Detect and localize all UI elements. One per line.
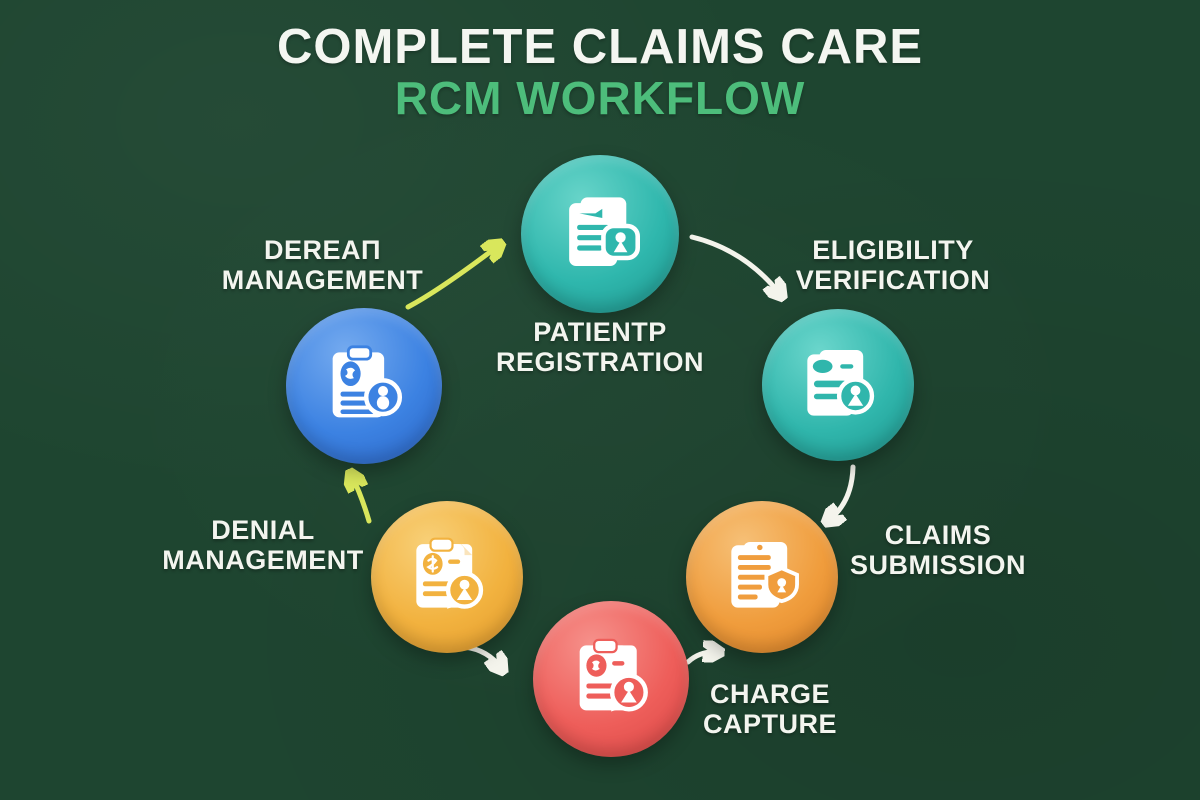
clipboard-person-badge-icon <box>332 345 403 418</box>
label-denial-management: DENIAL MANAGEMENT <box>162 515 364 576</box>
title-line-1: COMPLETE CLAIMS CARE <box>276 20 924 74</box>
node-denial-management-top <box>286 308 442 464</box>
clipboard-dollar-person-icon <box>416 537 484 609</box>
arrow-blue-to-top-icon <box>405 246 498 310</box>
arrow-top-to-right-icon <box>689 234 780 294</box>
arrow-red-to-orange-icon <box>685 652 717 665</box>
arrow-right-to-orange-icon <box>829 464 856 520</box>
node-eligibility-verification <box>762 309 914 461</box>
arrow-yellow-to-red-icon <box>462 644 501 668</box>
label-eligibility-verification: ELIGIBILITY VERIFICATION <box>795 235 991 296</box>
label-denial-management-top: DEREAΠ MANAGEMENT <box>221 235 424 296</box>
label-patient-registration: PATIENTP REGISTRATION <box>496 317 704 378</box>
document-person-lock-icon <box>569 197 640 266</box>
node-denial-management <box>371 501 523 653</box>
node-claims-submission <box>686 501 838 653</box>
node-patient-registration <box>521 155 679 313</box>
label-charge-capture: CHARGE CAPTURE <box>702 679 837 740</box>
infographic-title: COMPLETE CLAIMS CARE RCM WORKFLOW <box>0 20 1200 125</box>
document-person-badge-icon <box>807 349 875 416</box>
title-line-2: RCM WORKFLOW <box>394 72 806 125</box>
node-charge-capture <box>533 601 689 757</box>
arrow-yellow-to-blue-icon <box>352 476 372 524</box>
label-claims-submission: CLAIMS SUBMISSION <box>849 520 1027 581</box>
clipboard-person-badge-icon <box>579 638 648 712</box>
document-shield-icon <box>731 541 799 608</box>
